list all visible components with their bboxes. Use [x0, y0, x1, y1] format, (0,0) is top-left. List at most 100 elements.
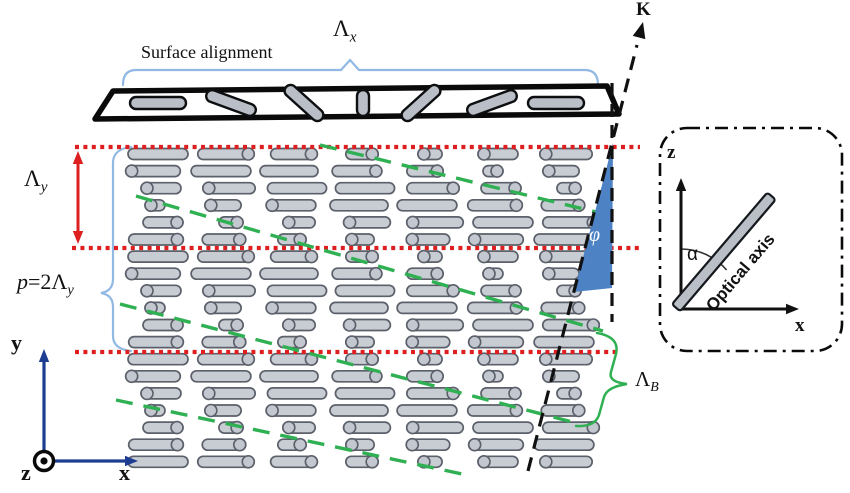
lc-rod-endcap — [293, 232, 307, 247]
lc-rod-endcap — [467, 437, 482, 452]
lc-rod-endcap — [241, 352, 256, 367]
alpha-label: α — [687, 244, 698, 265]
axis-z-label: z — [21, 460, 31, 485]
lc-rod — [259, 164, 319, 178]
lc-rod-endcap — [539, 249, 553, 264]
grating-vector-line — [526, 44, 639, 472]
lc-rod — [127, 352, 189, 366]
pitch-brace — [100, 145, 133, 353]
bragg-plane-line — [119, 302, 581, 426]
lc-rod-endcap — [202, 283, 216, 298]
alignment-rod — [400, 83, 442, 123]
lc-rod-endcap — [124, 164, 139, 178]
lc-rod-endcap — [282, 318, 296, 332]
pitch-eq: =2Λ — [28, 269, 68, 294]
axis-y-label: y — [11, 330, 22, 355]
alignment-rod — [526, 95, 586, 111]
lc-rod-endcap — [170, 335, 185, 349]
lc-rod-endcap — [204, 301, 218, 315]
lc-rod — [472, 318, 534, 332]
lc-rod-endcap — [265, 403, 279, 418]
lc-rod-endcap — [405, 335, 420, 349]
lc-rod-endcap — [417, 147, 431, 161]
lc-rod-endcap — [265, 198, 279, 213]
alignment-rod — [205, 88, 257, 118]
bragg-brace — [574, 331, 628, 428]
lc-rod-endcap — [241, 147, 256, 161]
lc-rod-endcap — [509, 198, 524, 213]
lc-rod-endcap — [369, 164, 383, 178]
inset-border — [658, 126, 844, 353]
lc-rod-endcap — [430, 266, 444, 281]
y-axis-arrow-head — [38, 349, 50, 362]
lc-rod-endcap — [568, 181, 582, 195]
lc-rod — [127, 147, 189, 161]
lc-rod-endcap — [342, 318, 357, 332]
lc-rod-endcap — [342, 215, 357, 230]
alignment-rod — [128, 95, 188, 111]
bragg-period-label: ΛB — [635, 369, 659, 394]
lc-rod-endcap — [232, 232, 247, 247]
lc-rod — [472, 216, 534, 229]
lc-rod-endcap — [124, 266, 139, 281]
lc-rod-endcap — [490, 164, 504, 178]
x-axis-arrow-head — [125, 455, 138, 467]
axis-x-label: x — [119, 460, 130, 485]
lc-rod-endcap — [508, 283, 522, 298]
alignment-rod — [355, 88, 371, 118]
lc-rod — [190, 164, 252, 178]
lambda-y-label: Λy — [24, 167, 47, 195]
lc-rod-endcap — [571, 301, 586, 315]
lc-rod-endcap — [140, 181, 154, 195]
lc-rod — [190, 369, 252, 383]
lc-rod-endcap — [304, 454, 319, 469]
lc-rod-endcap — [345, 437, 359, 452]
lc-rod-endcap — [140, 283, 154, 298]
lc-rod — [259, 267, 319, 281]
alpha-angle-arc — [680, 248, 728, 271]
lc-rod-endcap — [446, 181, 460, 195]
lc-rod-endcap — [542, 266, 556, 281]
pitch-label: p=2Λy — [17, 271, 74, 298]
lc-rod — [259, 369, 319, 383]
lc-rod-endcap — [304, 147, 319, 161]
lc-rod-endcap — [405, 437, 420, 452]
lc-rod-endcap — [204, 198, 218, 213]
bragg-base: Λ — [635, 367, 651, 391]
lc-rod-endcap — [405, 215, 420, 230]
grating-vector-label: K — [636, 0, 651, 20]
lc-rod — [334, 181, 396, 195]
lc-rod-endcap — [170, 437, 185, 452]
inset-x-label: x — [795, 315, 805, 336]
alignment-rod — [466, 88, 518, 118]
lc-rod-endcap — [342, 420, 357, 435]
lc-rod-endcap — [365, 352, 379, 367]
lc-rod-endcap — [477, 249, 491, 264]
lc-rod-endcap — [124, 369, 139, 384]
lc-rod — [266, 181, 328, 195]
lc-rod-endcap — [539, 352, 553, 367]
lc-rod-endcap — [170, 215, 184, 230]
lc-rod — [329, 301, 389, 315]
lc-rod-endcap — [508, 386, 522, 401]
bragg-plane-line — [135, 194, 604, 333]
lc-rod — [396, 404, 458, 417]
inset-z-label: z — [667, 142, 676, 163]
lambda-x-brace — [121, 58, 600, 87]
bragg-plane-line — [115, 398, 463, 476]
grating-vector-arrowhead — [632, 22, 646, 40]
pitch-sub: y — [67, 282, 74, 299]
lc-rod-endcap — [467, 232, 482, 247]
lc-rod-endcap — [417, 352, 431, 367]
slant-angle-label: φ — [589, 224, 601, 246]
lc-rod-endcap — [405, 318, 420, 332]
lc-rod-endcap — [477, 147, 491, 161]
lc-rod-endcap — [568, 386, 582, 401]
lc-rod-endcap — [467, 335, 482, 349]
lc-rod-endcap — [446, 283, 460, 298]
lc-rod-endcap — [140, 386, 154, 401]
lc-rod-endcap — [170, 420, 184, 435]
lc-rod-endcap — [304, 249, 319, 264]
lc-rod-endcap — [282, 420, 296, 435]
